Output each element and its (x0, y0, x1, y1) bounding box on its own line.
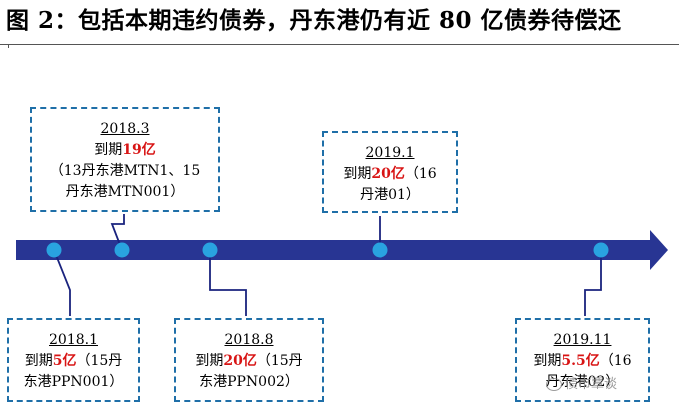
event-amount-line: 到期5.5亿（16 (517, 351, 648, 372)
event-prefix: 到期 (533, 353, 562, 369)
timeline-dot-2018-1 (46, 242, 62, 258)
event-date: 2018.1 (49, 332, 98, 348)
event-bond-line: 东港PPN002） (199, 374, 299, 390)
timeline-dot-2019-1 (372, 242, 388, 258)
event-bond-line: 丹港01） (360, 187, 420, 203)
event-amount: 20亿 (223, 353, 257, 369)
event-bond-code: （16 (599, 353, 632, 369)
timeline-arrow (16, 230, 668, 270)
title-divider (0, 44, 679, 45)
event-date: 2019.1 (365, 145, 415, 161)
watermark: 债市覃谈 (546, 373, 617, 392)
event-amount-line: 到期20亿（16 (324, 164, 456, 185)
event-date: 2019.11 (553, 332, 612, 348)
timeline-dot-2018-3 (114, 242, 130, 258)
wechat-icon (546, 378, 562, 391)
event-date: 2018.3 (100, 121, 150, 137)
timeline-dot-2019-11 (593, 242, 609, 258)
connector-2018-3 (110, 214, 125, 251)
event-box-2018-8: 2018.8 到期20亿（15丹 东港PPN002） (174, 318, 324, 402)
event-prefix: 到期 (94, 142, 123, 158)
event-prefix: 到期 (343, 166, 372, 182)
event-amount: 5亿 (52, 353, 77, 369)
event-bond-code: （15丹 (76, 353, 123, 369)
timeline-dot-2018-8 (202, 242, 218, 258)
event-box-2018-3: 2018.3 到期19亿 （13丹东港MTN1、15 丹东港MTN001） (30, 107, 220, 212)
event-prefix: 到期 (24, 353, 53, 369)
event-date: 2018.8 (224, 332, 274, 348)
event-amount-line: 到期19亿 (32, 140, 218, 161)
event-amount: 5.5亿 (561, 353, 600, 369)
event-bond-line: 丹东港02） (545, 374, 620, 390)
watermark-text: 债市覃谈 (565, 377, 618, 392)
event-box-2018-1: 2018.1 到期5亿（15丹 东港PPN001） (7, 318, 140, 402)
event-bond-line: 丹东港MTN001） (65, 184, 185, 200)
event-amount: 20亿 (371, 166, 405, 182)
event-amount-line: 到期5亿（15丹 (9, 351, 138, 372)
event-bond-code: （16 (404, 166, 437, 182)
connector-2019-11 (584, 250, 602, 316)
connector-2018-8 (209, 250, 247, 316)
event-bond-line: （13丹东港MTN1、15 (49, 163, 201, 179)
event-box-2019-1: 2019.1 到期20亿（16 丹港01） (322, 131, 458, 213)
event-box-2019-11: 2019.11 到期5.5亿（16 丹东港02） (515, 318, 650, 402)
connector-2018-1 (53, 249, 71, 316)
event-amount: 19亿 (122, 142, 156, 158)
event-amount-line: 到期20亿（15丹 (176, 351, 322, 372)
title-divider-tick (8, 44, 15, 48)
event-bond-line: 东港PPN001） (23, 374, 124, 390)
figure-title: 图 2：包括本期违约债券，丹东港仍有近 80 亿债券待偿还 (6, 7, 622, 34)
event-bond-code: （15丹 (256, 353, 303, 369)
event-prefix: 到期 (195, 353, 224, 369)
